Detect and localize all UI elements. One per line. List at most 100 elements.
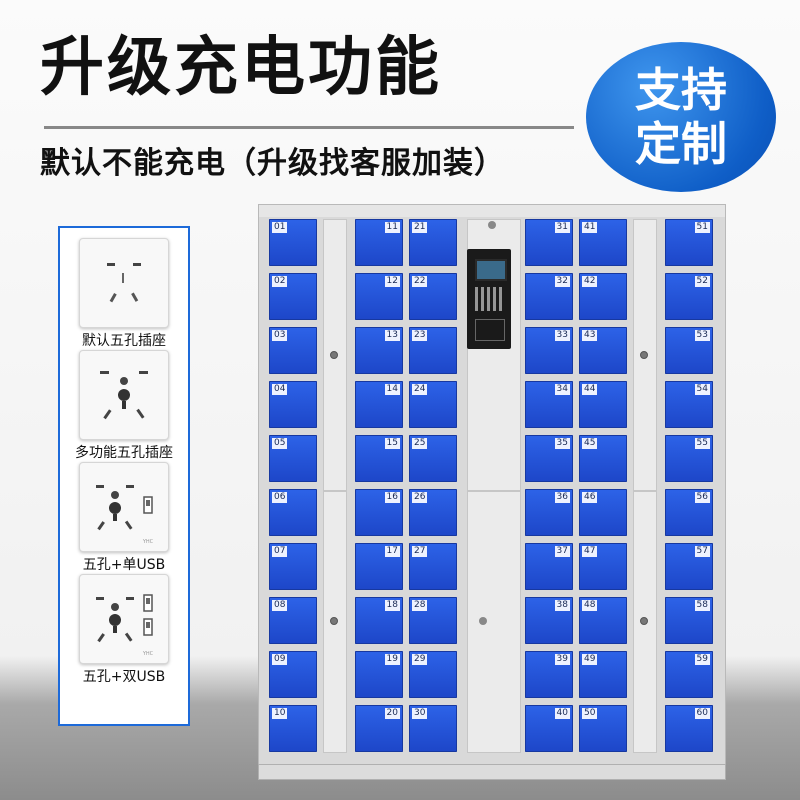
locker-door-number: 31 xyxy=(554,222,570,233)
locker-door[interactable]: 39 xyxy=(525,651,573,698)
locker-door-number: 51 xyxy=(694,222,710,233)
locker-door-number: 49 xyxy=(582,654,598,665)
locker-door[interactable]: 20 xyxy=(355,705,403,752)
locker-door[interactable]: 32 xyxy=(525,273,573,320)
locker-door[interactable]: 53 xyxy=(665,327,713,374)
terminal-keypad[interactable] xyxy=(475,287,503,311)
locker-door[interactable]: 54 xyxy=(665,381,713,428)
locker-door[interactable]: 44 xyxy=(579,381,627,428)
access-terminal[interactable] xyxy=(467,249,511,349)
locker-door-number: 47 xyxy=(582,546,598,557)
locker-door[interactable]: 42 xyxy=(579,273,627,320)
locker-door[interactable]: 47 xyxy=(579,543,627,590)
five-hole-socket-icon xyxy=(79,238,169,328)
locker-door[interactable]: 57 xyxy=(665,543,713,590)
locker-door[interactable]: 09 xyxy=(269,651,317,698)
card-reader-icon[interactable] xyxy=(475,319,505,341)
locker-door[interactable]: 46 xyxy=(579,489,627,536)
socket-label: 默认五孔插座 xyxy=(82,333,166,349)
locker-door[interactable]: 37 xyxy=(525,543,573,590)
locker-door[interactable]: 45 xyxy=(579,435,627,482)
locker-door[interactable]: 41 xyxy=(579,219,627,266)
locker-door-number: 27 xyxy=(412,546,428,557)
locker-door[interactable]: 33 xyxy=(525,327,573,374)
locker-door-number: 28 xyxy=(412,600,428,611)
locker-door-number: 29 xyxy=(412,654,428,665)
locker-door[interactable]: 43 xyxy=(579,327,627,374)
locker-door[interactable]: 48 xyxy=(579,597,627,644)
locker-door[interactable]: 21 xyxy=(409,219,457,266)
locker-door-number: 20 xyxy=(384,708,400,719)
locker-door-number: 44 xyxy=(582,384,598,395)
locker-door-number: 58 xyxy=(694,600,710,611)
locker-door[interactable]: 50 xyxy=(579,705,627,752)
locker-door-number: 08 xyxy=(272,600,288,611)
locker-door-number: 55 xyxy=(694,438,710,449)
locker-door[interactable]: 08 xyxy=(269,597,317,644)
locker-door[interactable]: 30 xyxy=(409,705,457,752)
locker-door[interactable]: 19 xyxy=(355,651,403,698)
locker-door[interactable]: 36 xyxy=(525,489,573,536)
locker-door-number: 60 xyxy=(694,708,710,719)
locker-door[interactable]: 14 xyxy=(355,381,403,428)
locker-door[interactable]: 59 xyxy=(665,651,713,698)
locker-door[interactable]: 51 xyxy=(665,219,713,266)
locker-door[interactable]: 16 xyxy=(355,489,403,536)
locker-door[interactable]: 58 xyxy=(665,597,713,644)
cabinet-top-panel xyxy=(259,205,725,217)
locker-door[interactable]: 11 xyxy=(355,219,403,266)
locker-door[interactable]: 23 xyxy=(409,327,457,374)
locker-door-number: 21 xyxy=(412,222,428,233)
locker-door[interactable]: 07 xyxy=(269,543,317,590)
locker-door[interactable]: 05 xyxy=(269,435,317,482)
locker-door[interactable]: 24 xyxy=(409,381,457,428)
locker-door[interactable]: 27 xyxy=(409,543,457,590)
locker-door[interactable]: 38 xyxy=(525,597,573,644)
single-usb-socket-icon: YHC xyxy=(79,462,169,552)
locker-door[interactable]: 40 xyxy=(525,705,573,752)
locker-door-number: 33 xyxy=(554,330,570,341)
locker-door[interactable]: 12 xyxy=(355,273,403,320)
locker-door-number: 11 xyxy=(384,222,400,233)
locker-door[interactable]: 49 xyxy=(579,651,627,698)
locker-door-number: 59 xyxy=(694,654,710,665)
locker-door[interactable]: 60 xyxy=(665,705,713,752)
locker-door[interactable]: 26 xyxy=(409,489,457,536)
locker-door-number: 24 xyxy=(412,384,428,395)
locker-door[interactable]: 22 xyxy=(409,273,457,320)
locker-door[interactable]: 06 xyxy=(269,489,317,536)
locker-door[interactable]: 31 xyxy=(525,219,573,266)
socket-option: YHC 五孔+双USB xyxy=(60,574,188,686)
locker-door-number: 56 xyxy=(694,492,710,503)
locker-door-number: 02 xyxy=(272,276,288,287)
badge-line-2: 定制 xyxy=(635,117,727,171)
locker-door[interactable]: 34 xyxy=(525,381,573,428)
locker-door[interactable]: 55 xyxy=(665,435,713,482)
locker-door[interactable]: 28 xyxy=(409,597,457,644)
locker-door[interactable]: 56 xyxy=(665,489,713,536)
locker-door[interactable]: 10 xyxy=(269,705,317,752)
cabinet-base xyxy=(258,764,726,780)
locker-door-number: 03 xyxy=(272,330,288,341)
locker-door[interactable]: 04 xyxy=(269,381,317,428)
locker-door[interactable]: 17 xyxy=(355,543,403,590)
locker-door-number: 10 xyxy=(272,708,288,719)
locker-door[interactable]: 29 xyxy=(409,651,457,698)
top-lock-icon xyxy=(488,221,496,229)
locker-door-number: 22 xyxy=(412,276,428,287)
svg-text:YHC: YHC xyxy=(142,651,154,657)
door-knob-icon xyxy=(330,617,338,625)
locker-door[interactable]: 52 xyxy=(665,273,713,320)
locker-door-number: 14 xyxy=(384,384,400,395)
locker-door[interactable]: 18 xyxy=(355,597,403,644)
locker-door[interactable]: 25 xyxy=(409,435,457,482)
page-title: 升级充电功能 xyxy=(40,31,442,105)
locker-door[interactable]: 02 xyxy=(269,273,317,320)
locker-door[interactable]: 13 xyxy=(355,327,403,374)
locker-door[interactable]: 01 xyxy=(269,219,317,266)
locker-door-number: 09 xyxy=(272,654,288,665)
locker-door[interactable]: 03 xyxy=(269,327,317,374)
locker-door[interactable]: 15 xyxy=(355,435,403,482)
multi-function-socket-icon xyxy=(79,350,169,440)
locker-door[interactable]: 35 xyxy=(525,435,573,482)
